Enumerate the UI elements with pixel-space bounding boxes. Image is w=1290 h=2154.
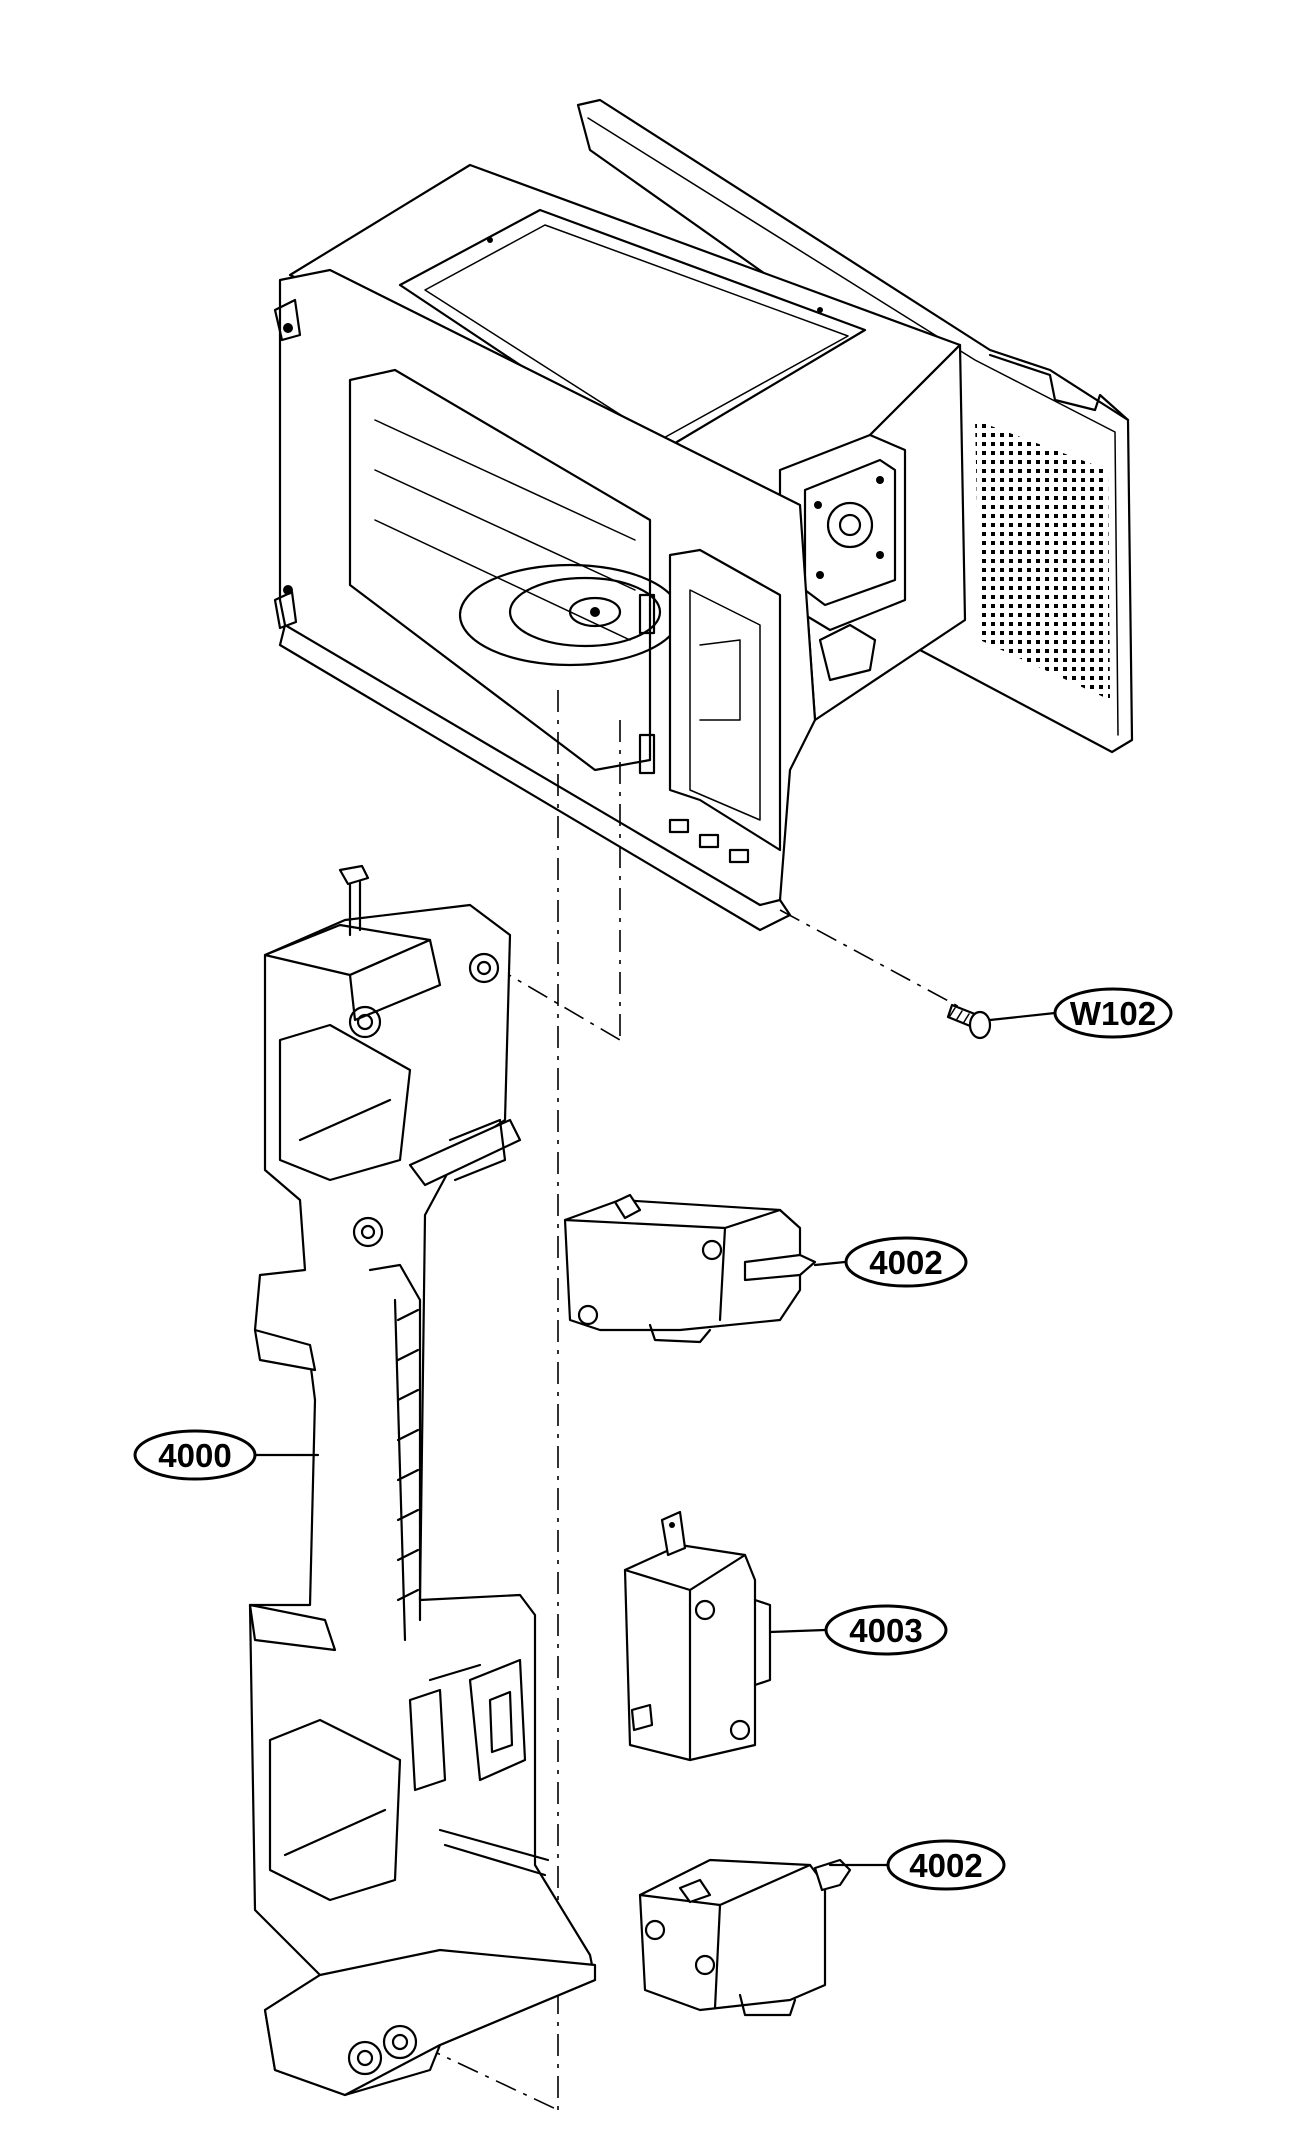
cavity-assembly: [273, 98, 1134, 932]
callout-4003: 4003: [824, 1604, 948, 1656]
microswitch-4002-lower: [638, 1858, 890, 2017]
assembly-lines: [419, 690, 966, 2111]
microswitch-4003: [623, 1510, 827, 1762]
callout-4003-label: 4003: [849, 1612, 922, 1649]
callout-4000-label: 4000: [158, 1437, 231, 1474]
latch-bracket-4000: [248, 864, 597, 2097]
callout-w102: W102: [1053, 987, 1173, 1039]
motor-block: [778, 433, 907, 682]
callout-4002-lower: 4002: [886, 1839, 1006, 1891]
callout-4002-lower-label: 4002: [909, 1847, 982, 1884]
vent-grille: [975, 420, 1110, 700]
microswitch-4002-upper: [563, 1193, 847, 1344]
callout-w102-label: W102: [1070, 995, 1156, 1032]
callout-4002-upper-label: 4002: [869, 1244, 942, 1281]
callout-4000: 4000: [133, 1429, 302, 1481]
screw-w102: [946, 1003, 1057, 1040]
callout-4002-upper: 4002: [844, 1236, 968, 1288]
